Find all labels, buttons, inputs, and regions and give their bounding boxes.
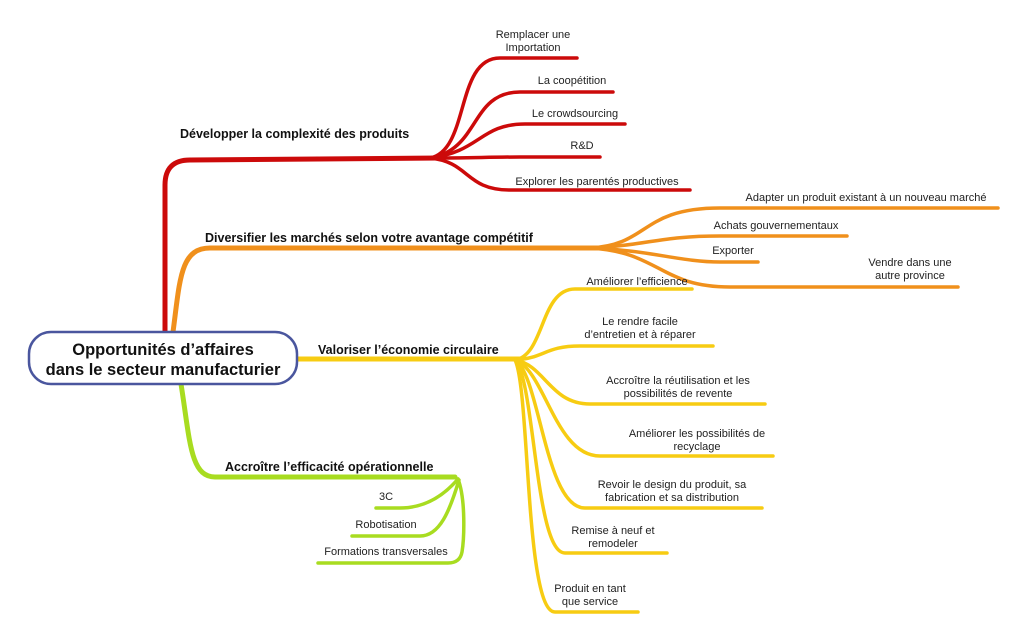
central-topic-line1: Opportunités d’affaires [72, 341, 254, 359]
connector [350, 478, 461, 538]
connector [428, 155, 602, 160]
node-label: 3C [379, 491, 393, 503]
node-label: Remplacer une [496, 29, 571, 41]
node-label: Robotisation [355, 519, 416, 531]
node-label: La coopétition [538, 75, 607, 87]
node-label: R&D [570, 140, 593, 152]
connector [513, 358, 764, 510]
connector [513, 358, 775, 458]
node-label: Remise à neuf et [571, 525, 654, 537]
node-label: Achats gouvernementaux [714, 220, 839, 232]
node-label: d’entretien et à réparer [584, 329, 696, 341]
connector [513, 358, 767, 406]
connector [374, 477, 460, 510]
node-label: Le crowdsourcing [532, 108, 618, 120]
connector [588, 234, 849, 250]
node-label: que service [562, 596, 618, 608]
branch-label: Accroître l’efficacité opérationnelle [225, 460, 433, 474]
branch-circular-economy: Valoriser l’économie circulaire Améliore… [295, 276, 775, 614]
connector [170, 245, 603, 335]
node-label: Revoir le design du produit, sa [598, 479, 747, 491]
connector [428, 122, 627, 160]
branch-label: Valoriser l’économie circulaire [318, 343, 499, 357]
node-label: Explorer les parentés productives [515, 176, 679, 188]
connector [428, 90, 615, 160]
connector [513, 287, 694, 362]
connector [513, 358, 640, 614]
central-topic-box [27, 330, 299, 386]
node-label: fabrication et sa distribution [605, 492, 739, 504]
connector [428, 56, 579, 160]
node-label: Produit en tant [554, 583, 626, 595]
branch-operational-efficiency: Accroître l’efficacité opérationnelle 3C… [178, 381, 466, 565]
branch-label: Développer la complexité des produits [180, 127, 409, 141]
central-topic: Opportunités d’affaires dans le secteur … [27, 330, 299, 386]
connector [588, 246, 960, 289]
node-label: Formations transversales [324, 546, 448, 558]
node-label: Améliorer l’efficience [586, 276, 687, 288]
node-label: Accroître la réutilisation et les [606, 375, 750, 387]
branch-label: Diversifier les marchés selon votre avan… [205, 231, 534, 245]
node-label: Exporter [712, 245, 754, 257]
node-label: Le rendre facile [602, 316, 678, 328]
connector [178, 381, 458, 480]
node-label: Importation [505, 42, 560, 54]
node-label: Vendre dans une [868, 257, 951, 269]
connector [513, 344, 715, 362]
node-label: Adapter un produit existant à un nouveau… [746, 192, 987, 204]
node-label: recyclage [673, 441, 720, 453]
node-label: possibilités de revente [624, 388, 733, 400]
connector [316, 477, 466, 565]
node-label: autre province [875, 270, 945, 282]
connector [513, 358, 669, 555]
node-label: Améliorer les possibilités de [629, 428, 765, 440]
connector [428, 156, 692, 192]
node-label: remodeler [588, 538, 638, 550]
branch-product-complexity: Développer la complexité des produits Re… [162, 29, 692, 335]
branch-diversify-markets: Diversifier les marchés selon votre avan… [170, 192, 1000, 335]
central-topic-line2: dans le secteur manufacturier [46, 361, 281, 379]
connector [162, 155, 443, 335]
